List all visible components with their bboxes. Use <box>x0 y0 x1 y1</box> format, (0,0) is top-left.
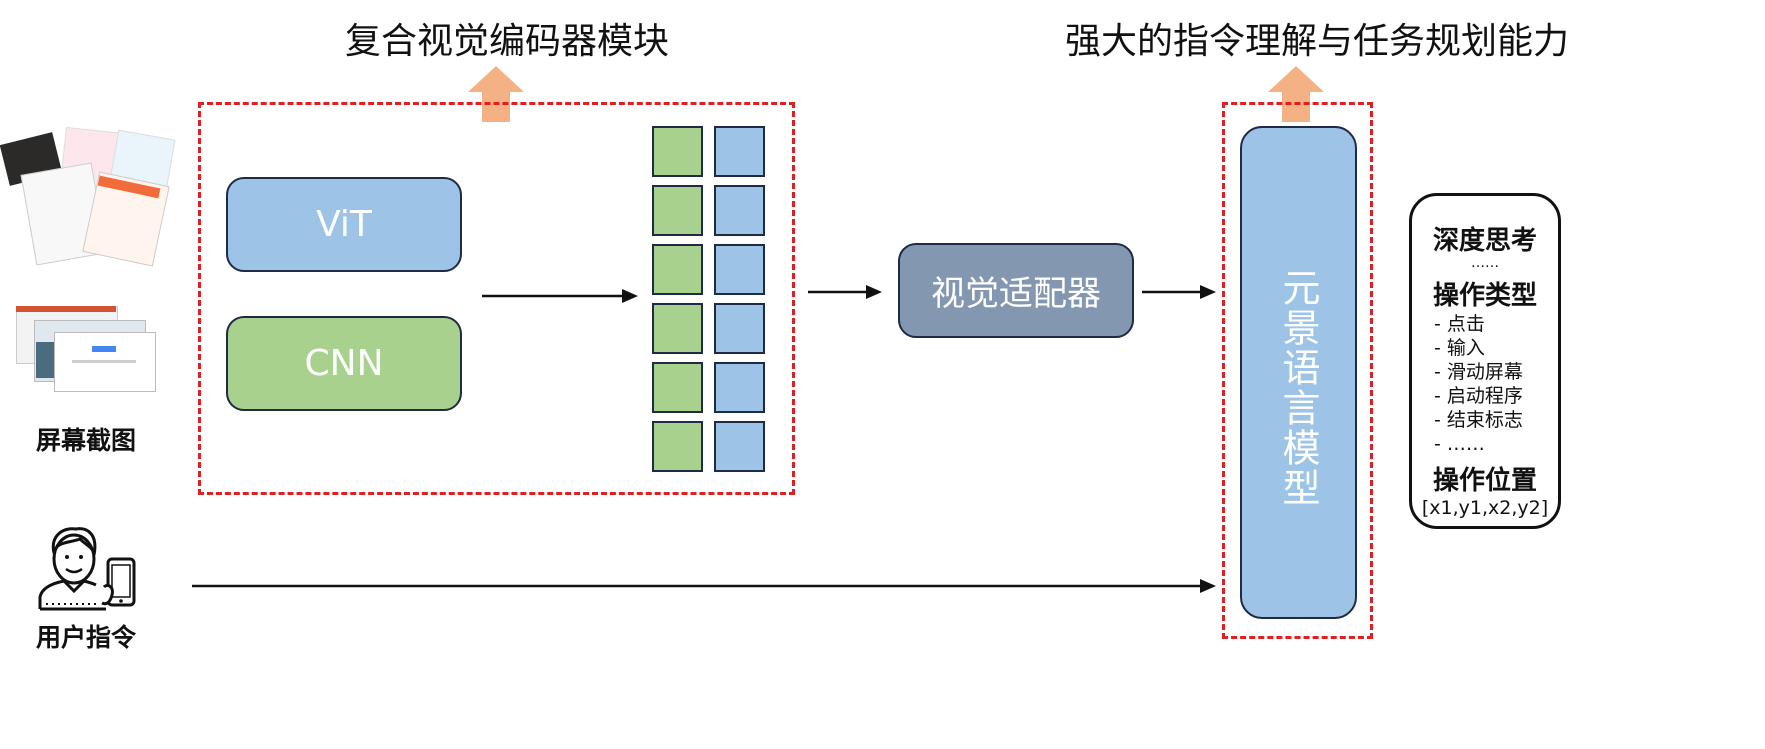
cnn-token <box>652 362 703 413</box>
action-type-list: - 点击- 输入- 滑动屏幕- 启动程序- 结束标志- …… <box>1412 312 1558 456</box>
cnn-token <box>652 244 703 295</box>
user-with-phone-icon <box>38 527 136 611</box>
language-model-module <box>1222 102 1373 639</box>
desktop-screenshots-image <box>14 302 159 397</box>
action-type-item: - 输入 <box>1434 337 1485 359</box>
vit-block: ViT <box>226 177 462 272</box>
cnn-block: CNN <box>226 316 462 411</box>
arrow-encoder-to-tokens-icon <box>482 289 638 303</box>
visual-adapter-label: 视觉适配器 <box>931 274 1101 314</box>
visual-adapter-block: 视觉适配器 <box>898 243 1134 338</box>
language-model-block: 元景语言模型 <box>1240 126 1357 619</box>
language-model-label: 元景语言模型 <box>1276 268 1320 508</box>
up-arrow-llm-icon <box>1268 66 1324 122</box>
cnn-token <box>652 303 703 354</box>
encoder-title: 复合视觉编码器模块 <box>345 21 670 62</box>
up-arrow-encoder-icon <box>468 66 524 122</box>
thinking-heading: 深度思考 <box>1432 226 1537 256</box>
arrow-instruction-to-llm-icon <box>192 579 1216 593</box>
vit-token <box>714 244 765 295</box>
vit-token <box>714 303 765 354</box>
llm-capability-title: 强大的指令理解与任务规划能力 <box>1065 21 1570 62</box>
thinking-ellipsis: …… <box>1471 255 1499 271</box>
cnn-label: CNN <box>304 343 384 384</box>
visual-encoder-module <box>198 102 795 495</box>
screenshot-label: 屏幕截图 <box>36 426 137 455</box>
action-type-item: - 点击 <box>1434 313 1485 335</box>
instruction-label: 用户指令 <box>36 623 137 652</box>
vit-token <box>714 185 765 236</box>
vit-label: ViT <box>316 204 372 245</box>
cnn-token <box>652 126 703 177</box>
vit-token <box>714 362 765 413</box>
model-output-box: 深度思考 …… 操作类型 - 点击- 输入- 滑动屏幕- 启动程序- 结束标志-… <box>1409 193 1561 529</box>
cnn-token <box>652 421 703 472</box>
vit-token <box>714 126 765 177</box>
action-type-item: - 启动程序 <box>1434 385 1523 407</box>
action-type-item: - …… <box>1434 433 1485 455</box>
arrow-adapter-to-llm-icon <box>1142 285 1216 299</box>
visual-token-grid <box>652 126 768 476</box>
vit-token <box>714 421 765 472</box>
mobile-screenshots-image <box>0 126 176 267</box>
action-type-item: - 滑动屏幕 <box>1434 361 1523 383</box>
action-position-coords: [x1,y1,x2,y2] <box>1421 497 1549 519</box>
action-position-heading: 操作位置 <box>1432 466 1537 496</box>
action-type-heading: 操作类型 <box>1432 281 1537 311</box>
action-type-item: - 结束标志 <box>1434 409 1523 431</box>
arrow-tokens-to-adapter-icon <box>808 285 882 299</box>
cnn-token <box>652 185 703 236</box>
